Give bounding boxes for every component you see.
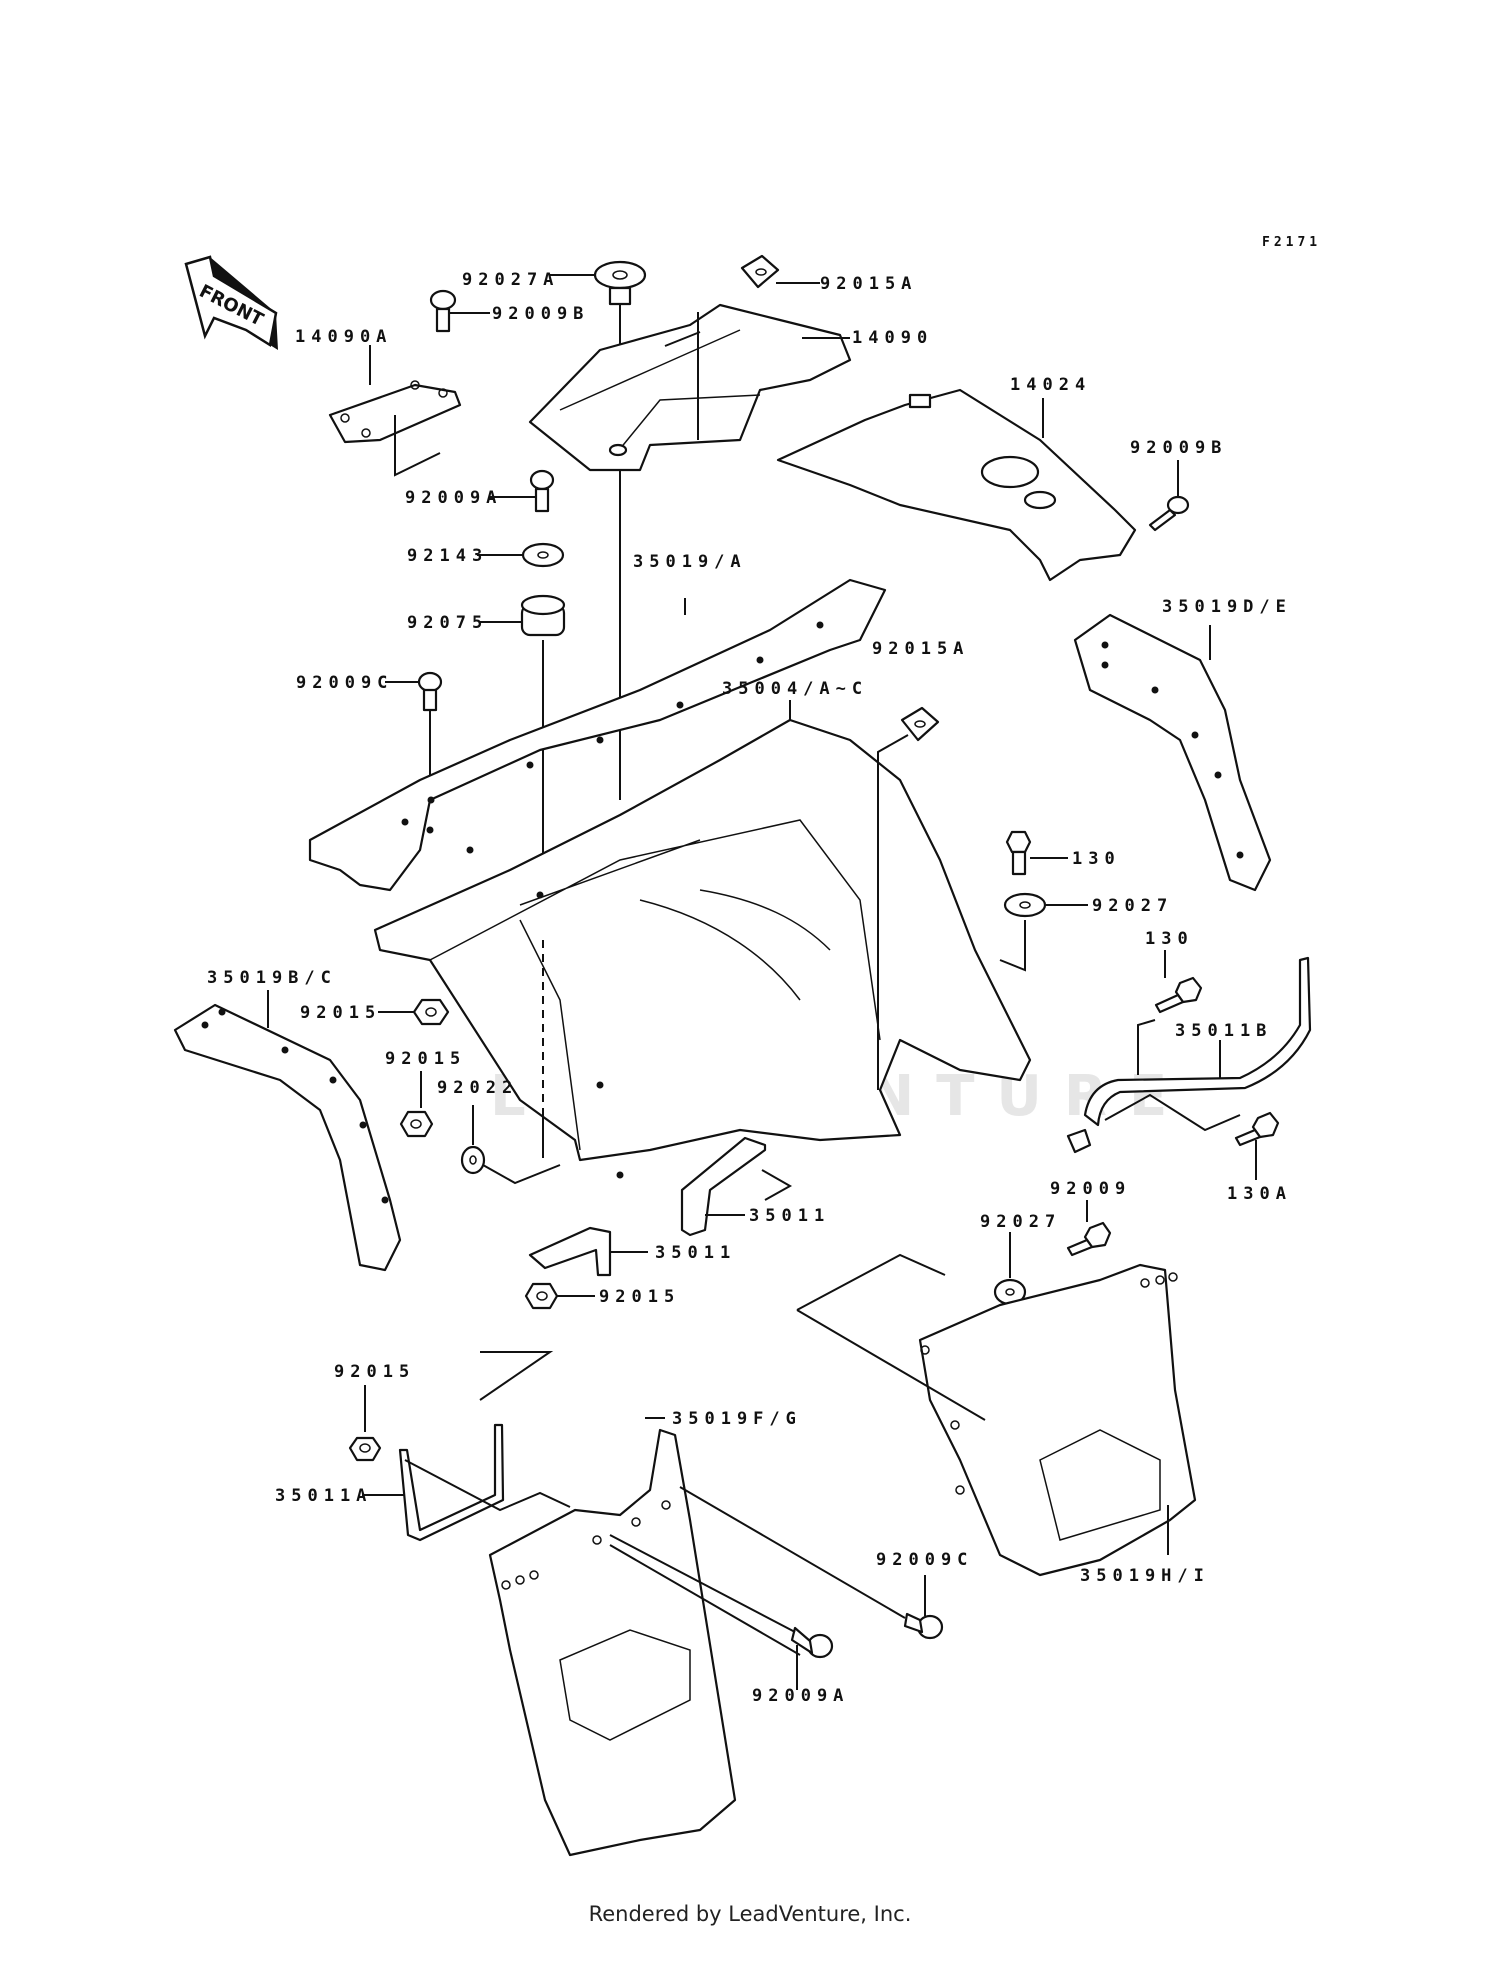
label-92009A-low[interactable]: 92009A <box>752 1686 849 1706</box>
label-35011-right[interactable]: 35011 <box>749 1206 830 1226</box>
label-92009[interactable]: 92009 <box>1050 1179 1131 1199</box>
label-130[interactable]: 130 <box>1072 849 1121 869</box>
label-14024[interactable]: 14024 <box>1010 375 1091 395</box>
part-92009A-screw[interactable] <box>490 469 555 513</box>
part-35011-left-bracket[interactable] <box>528 1226 648 1277</box>
label-92015-c[interactable]: 92015 <box>599 1287 680 1307</box>
label-92022[interactable]: 92022 <box>437 1078 518 1098</box>
label-35019BC[interactable]: 35019B/C <box>207 968 337 988</box>
part-92143-washer[interactable] <box>477 542 565 568</box>
label-130-right[interactable]: 130 <box>1145 929 1194 949</box>
part-130-bolt[interactable] <box>1005 830 1068 876</box>
label-35019A[interactable]: 35019/A <box>633 552 747 572</box>
part-35019HI-flap[interactable] <box>796 1253 1197 1577</box>
label-14090[interactable]: 14090 <box>852 328 933 348</box>
part-92015-nut-b[interactable] <box>399 1071 434 1138</box>
label-35011B[interactable]: 35011B <box>1175 1021 1272 1041</box>
part-92009-bolt[interactable] <box>1066 1200 1112 1257</box>
part-92022-washer[interactable] <box>460 1105 561 1185</box>
footer-credit: Rendered by LeadVenture, Inc. <box>588 1902 912 1926</box>
part-35004-fender[interactable] <box>373 700 1032 1179</box>
part-35011A-bar[interactable] <box>362 1423 571 1542</box>
part-35019FG-flap[interactable] <box>479 1351 801 1857</box>
label-35004[interactable]: 35004/A~C <box>722 679 868 699</box>
part-35011-right-bracket[interactable] <box>680 1136 793 1237</box>
label-35019HI[interactable]: 35019H/I <box>1080 1566 1210 1586</box>
part-92027-mid-grommet[interactable] <box>999 892 1088 972</box>
label-92027-low[interactable]: 92027 <box>980 1212 1061 1232</box>
part-92015A-clip[interactable] <box>740 254 820 289</box>
label-92009C-low[interactable]: 92009C <box>876 1550 973 1570</box>
part-35011B-bar[interactable] <box>1066 956 1312 1154</box>
label-92015A[interactable]: 92015A <box>820 274 917 294</box>
label-92009B-right[interactable]: 92009B <box>1130 438 1227 458</box>
part-92027-low-grommet[interactable] <box>993 1232 1027 1306</box>
label-92015-a[interactable]: 92015 <box>300 1003 381 1023</box>
label-35011-left[interactable]: 35011 <box>655 1243 736 1263</box>
part-14090-cover[interactable] <box>528 303 852 472</box>
label-92009B[interactable]: 92009B <box>492 304 589 324</box>
part-92009B-right-screw[interactable] <box>1148 460 1190 532</box>
part-130A-bolt[interactable] <box>1234 1111 1280 1180</box>
front-arrow-icon: FRONT <box>184 255 278 350</box>
part-92009C-screw[interactable] <box>385 671 443 800</box>
figure-code: F2171 <box>1262 235 1321 250</box>
part-35019DE-flap[interactable] <box>1073 613 1272 892</box>
label-92009A[interactable]: 92009A <box>405 488 502 508</box>
label-92027[interactable]: 92027 <box>1092 896 1173 916</box>
label-35011A[interactable]: 35011A <box>275 1486 372 1506</box>
label-130A[interactable]: 130A <box>1227 1184 1292 1204</box>
label-35019DE[interactable]: 35019D/E <box>1162 597 1292 617</box>
label-92143[interactable]: 92143 <box>407 546 488 566</box>
part-92015A-mid-clip[interactable] <box>877 706 940 1090</box>
part-92009A-low-screw[interactable] <box>609 1534 834 1690</box>
part-14024-cover[interactable] <box>776 388 1137 582</box>
label-35019FG[interactable]: 35019F/G <box>672 1409 802 1429</box>
label-92027A[interactable]: 92027A <box>462 270 559 290</box>
part-35019BC-flap[interactable] <box>173 990 402 1272</box>
part-92015-nut-c[interactable] <box>524 1282 595 1310</box>
part-14090A[interactable] <box>328 345 462 477</box>
part-92015-nut-a[interactable] <box>378 998 450 1026</box>
label-92015-d[interactable]: 92015 <box>334 1362 415 1382</box>
part-35019A-plate[interactable] <box>308 578 887 892</box>
part-92009B-screw[interactable] <box>429 289 490 333</box>
label-92075[interactable]: 92075 <box>407 613 488 633</box>
label-14090A[interactable]: 14090A <box>295 327 392 347</box>
part-130-right-bolt[interactable] <box>1154 950 1203 1014</box>
label-92015A-mid[interactable]: 92015A <box>872 639 969 659</box>
part-92009C-low-screw[interactable] <box>679 1486 944 1640</box>
label-92015-b[interactable]: 92015 <box>385 1049 466 1069</box>
part-92015-nut-d[interactable] <box>348 1385 382 1462</box>
label-92009C[interactable]: 92009C <box>296 673 393 693</box>
